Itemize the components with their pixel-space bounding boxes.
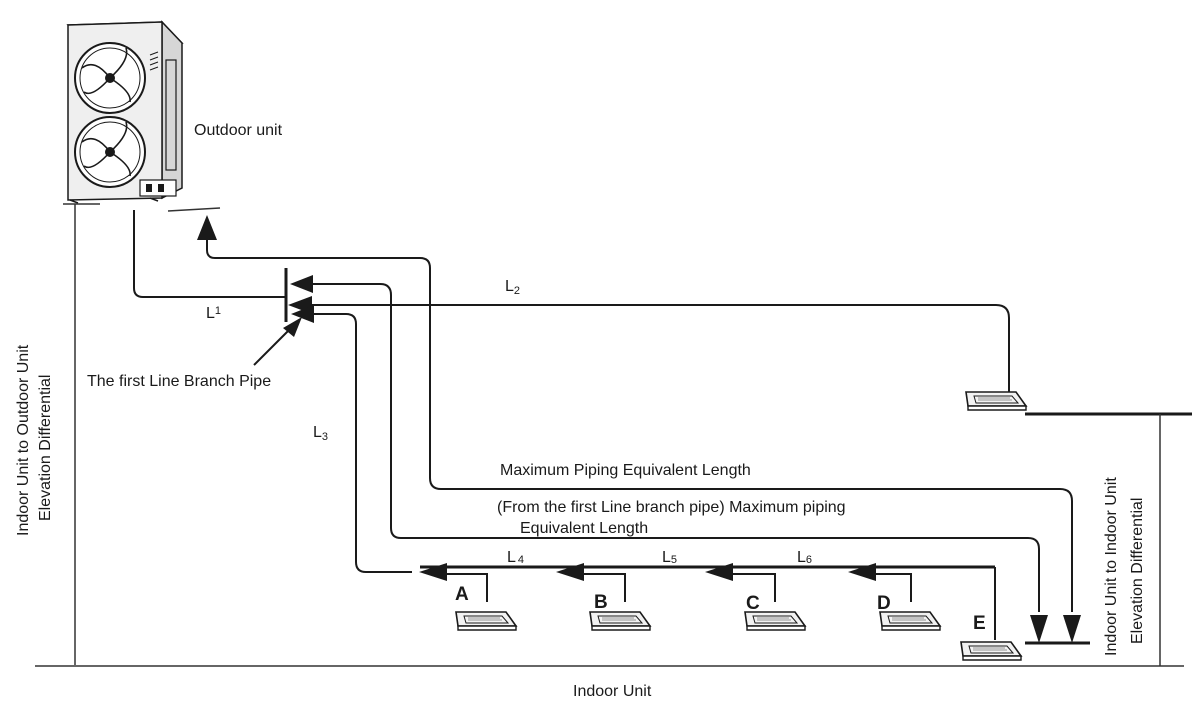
indoor-unit-upper-icon [965,391,1027,411]
elevation-indoor-line2: Elevation Differential [1129,498,1146,644]
indoor-unit-caption: Indoor Unit [573,683,652,700]
outdoor-unit-icon [66,20,184,204]
indoor-unit-d-icon [879,611,941,631]
left-elevation-dimension [63,203,221,665]
label-l2: L2 [505,278,520,297]
max-from-first-label-line1: (From the first Line branch pipe) Maximu… [497,499,846,516]
outdoor-unit-label: Outdoor unit [194,122,283,139]
indoor-unit-e-icon [960,641,1022,661]
first-branch-pointer-arrow [253,317,302,366]
pipe-l3 [300,313,412,573]
indoor-unit-a-icon [455,611,517,631]
elevation-outdoor-line1: Indoor Unit to Outdoor Unit [15,344,32,536]
label-l5: L5 [662,549,677,566]
unit-label-c: C [746,593,760,614]
unit-drop-lines [447,567,996,640]
label-l1: L1 [206,305,221,322]
label-l6: L6 [797,549,812,566]
max-from-first-branch-route [300,283,1040,612]
indoor-unit-b-icon [589,611,651,631]
first-branch-label: The first Line Branch Pipe [87,373,271,390]
unit-label-d: D [877,593,891,614]
pipe-l2 [296,304,1010,392]
max-from-first-label-line2: Equivalent Length [520,520,648,537]
right-elevation-dimension [1025,412,1192,666]
unit-label-a: A [455,584,469,605]
unit-label-e: E [973,613,986,634]
elevation-outdoor-line2: Elevation Differential [37,375,54,521]
indoor-unit-c-icon [744,611,806,631]
unit-label-b: B [594,592,608,613]
pipe-l1 [133,210,286,298]
max-length-label: Maximum Piping Equivalent Length [500,462,751,479]
label-l3: L3 [313,424,328,443]
elevation-indoor-line1: Indoor Unit to Indoor Unit [1103,477,1120,656]
max-length-route [206,238,1073,612]
